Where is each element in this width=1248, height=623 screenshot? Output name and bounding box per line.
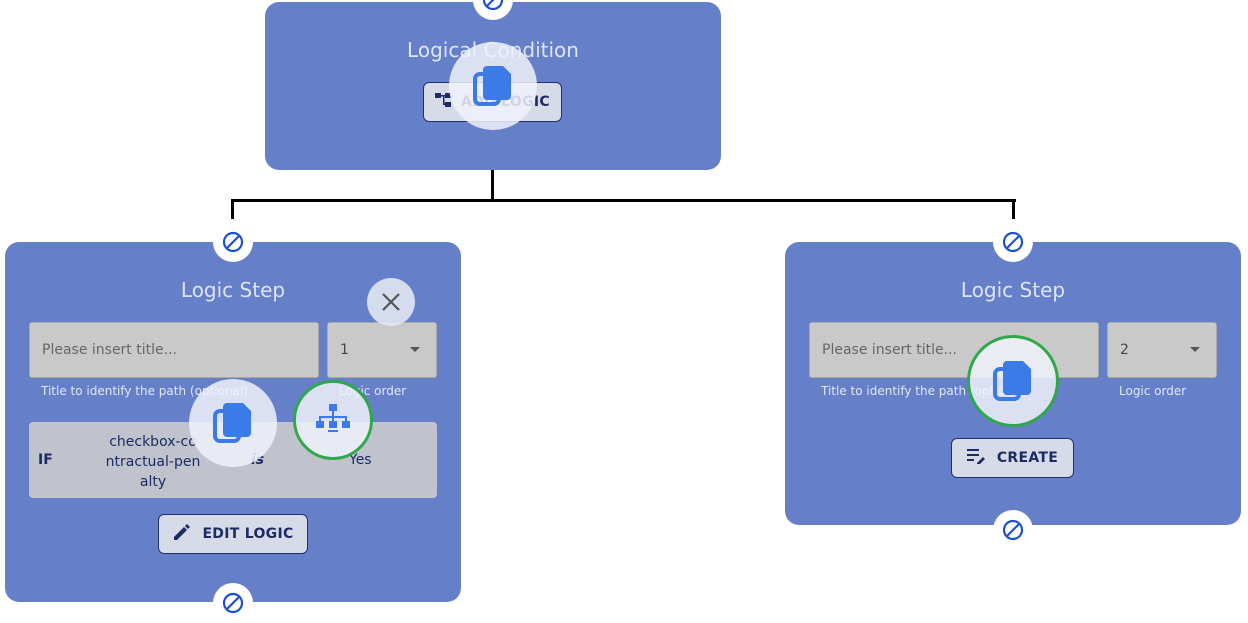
copy-icon[interactable] <box>449 42 537 130</box>
tree-icon <box>435 93 452 111</box>
sitemap-icon[interactable] <box>293 380 373 460</box>
ban-icon[interactable] <box>993 510 1033 550</box>
condition-value: Yes <box>349 452 372 468</box>
connector-left-drop <box>231 199 234 219</box>
create-button[interactable]: CREATE <box>951 438 1074 478</box>
edit-logic-label: EDIT LOGIC <box>202 526 294 542</box>
logic-step-card-1: Logic Step Please insert title... 1 Titl… <box>5 242 461 602</box>
logic-order-value-1: 1 <box>340 342 349 358</box>
chevron-down-icon <box>410 347 420 352</box>
condition-if-label: IF <box>38 452 53 468</box>
condition-field: checkbox-contractual-penalty <box>105 434 201 490</box>
create-label: CREATE <box>996 450 1059 466</box>
path-title-caption-1: Title to identify the path (optional) <box>41 384 248 398</box>
copy-icon[interactable] <box>967 335 1059 427</box>
ban-icon[interactable] <box>213 583 253 623</box>
close-icon[interactable] <box>367 278 415 326</box>
connector-vertical-top <box>491 170 494 202</box>
path-title-input-1[interactable]: Please insert title... <box>29 322 319 378</box>
logic-step-title-1: Logic Step <box>180 278 286 302</box>
connector-right-drop <box>1012 199 1015 219</box>
logic-order-caption-2: Logic order <box>1119 384 1187 398</box>
logic-order-value-2: 2 <box>1120 342 1129 358</box>
logic-order-select-1[interactable]: 1 <box>327 322 437 378</box>
copy-icon[interactable] <box>189 379 277 467</box>
ban-icon[interactable] <box>213 222 253 262</box>
ban-icon[interactable] <box>473 0 513 20</box>
edit-list-icon <box>966 448 987 468</box>
chevron-down-icon <box>1190 347 1200 352</box>
connector-horizontal <box>231 199 1016 202</box>
edit-logic-button[interactable]: EDIT LOGIC <box>158 514 308 554</box>
pencil-icon <box>172 522 192 546</box>
logic-step-title-2: Logic Step <box>960 278 1066 302</box>
path-title-input-2[interactable]: Please insert title... <box>809 322 1099 378</box>
logic-order-select-2[interactable]: 2 <box>1107 322 1217 378</box>
ban-icon[interactable] <box>993 222 1033 262</box>
